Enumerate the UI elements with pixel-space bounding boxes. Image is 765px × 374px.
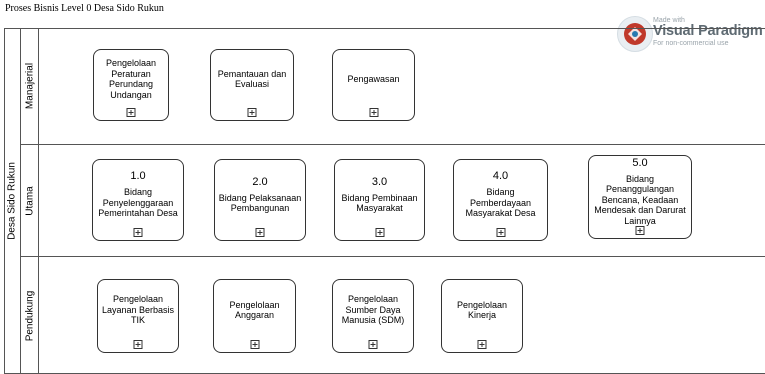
task-label: Bidang Pembinaan Masyarakat	[341, 192, 418, 214]
task-bidang-pemberdayaan[interactable]: 4.0 Bidang Pemberdayaan Masyarakat Desa	[453, 159, 548, 241]
task-label: Bidang Penyelenggaraan Pemerintahan Desa	[98, 187, 178, 219]
subprocess-expand-icon[interactable]	[496, 228, 505, 237]
task-label: Bidang Pemberdayaan Masyarakat Desa	[465, 187, 536, 219]
task-label: Pengelolaan Layanan Berbasis TIK	[101, 294, 175, 326]
lane-label-utama: Utama	[24, 185, 35, 216]
subprocess-expand-icon[interactable]	[369, 108, 378, 117]
subprocess-expand-icon[interactable]	[133, 228, 143, 237]
task-kinerja[interactable]: Pengelolaan Kinerja	[441, 279, 523, 353]
watermark-note: For non-commercial use	[653, 40, 729, 47]
task-bidang-penyelenggaraan[interactable]: 1.0 Bidang Penyelenggaraan Pemerintahan …	[92, 159, 184, 241]
watermark-made-with: Made with	[653, 17, 685, 24]
subprocess-expand-icon[interactable]	[133, 340, 143, 349]
task-layanan-tik[interactable]: Pengelolaan Layanan Berbasis TIK	[97, 279, 179, 353]
subprocess-expand-icon[interactable]	[635, 226, 645, 235]
task-pemantauan-evaluasi[interactable]: Pemantauan dan Evaluasi	[210, 49, 294, 121]
task-label: Pengelolaan Peraturan Perundang Undangan	[105, 58, 157, 100]
pool-label: Desa Sido Rukun	[6, 162, 18, 240]
subprocess-expand-icon[interactable]	[255, 228, 265, 237]
watermark-brand: Visual Paradigm	[653, 23, 763, 39]
subprocess-expand-icon[interactable]	[477, 340, 487, 349]
task-label: Pemantauan dan Evaluasi	[217, 68, 287, 90]
subprocess-expand-icon[interactable]	[126, 108, 136, 117]
task-bidang-pelaksanaan[interactable]: 2.0 Bidang Pelaksanaan Pembangunan	[214, 159, 306, 241]
task-bidang-pembinaan[interactable]: 3.0 Bidang Pembinaan Masyarakat	[334, 159, 425, 241]
subprocess-expand-icon[interactable]	[375, 228, 384, 237]
task-label: Pengelolaan Kinerja	[456, 299, 508, 321]
task-number: 4.0	[492, 170, 509, 183]
task-number: 2.0	[252, 175, 268, 188]
task-label: Bidang Penanggulangan Bencana, Keadaan M…	[594, 173, 686, 226]
subprocess-expand-icon[interactable]	[250, 340, 259, 349]
task-number: 5.0	[632, 156, 648, 169]
diagram-title: Proses Bisnis Level 0 Desa Sido Rukun	[5, 3, 164, 14]
subprocess-expand-icon[interactable]	[247, 108, 257, 117]
task-label: Pengelolaan Sumber Daya Manusia (SDM)	[341, 294, 405, 326]
task-sdm[interactable]: Pengelolaan Sumber Daya Manusia (SDM)	[332, 279, 414, 353]
task-label: Bidang Pelaksanaan Pembangunan	[218, 192, 302, 214]
subprocess-expand-icon[interactable]	[368, 340, 378, 349]
task-number: 1.0	[130, 170, 146, 183]
task-pengawasan[interactable]: Pengawasan	[332, 49, 415, 121]
task-pengelolaan-peraturan[interactable]: Pengelolaan Peraturan Perundang Undangan	[93, 49, 169, 121]
task-number: 3.0	[371, 175, 388, 188]
lane-label-manajerial: Manajerial	[24, 62, 35, 110]
lane-label-divider	[38, 28, 39, 374]
lane-separator	[21, 256, 765, 257]
task-anggaran[interactable]: Pengelolaan Anggaran	[213, 279, 296, 353]
lane-label-pendukung: Pendukung	[24, 290, 35, 341]
lane-separator	[21, 144, 765, 145]
task-bidang-penanggulangan[interactable]: 5.0 Bidang Penanggulangan Bencana, Keada…	[588, 155, 692, 239]
task-label: Pengelolaan Anggaran	[229, 299, 280, 321]
task-label: Pengawasan	[347, 73, 400, 84]
pool-divider	[20, 28, 21, 374]
